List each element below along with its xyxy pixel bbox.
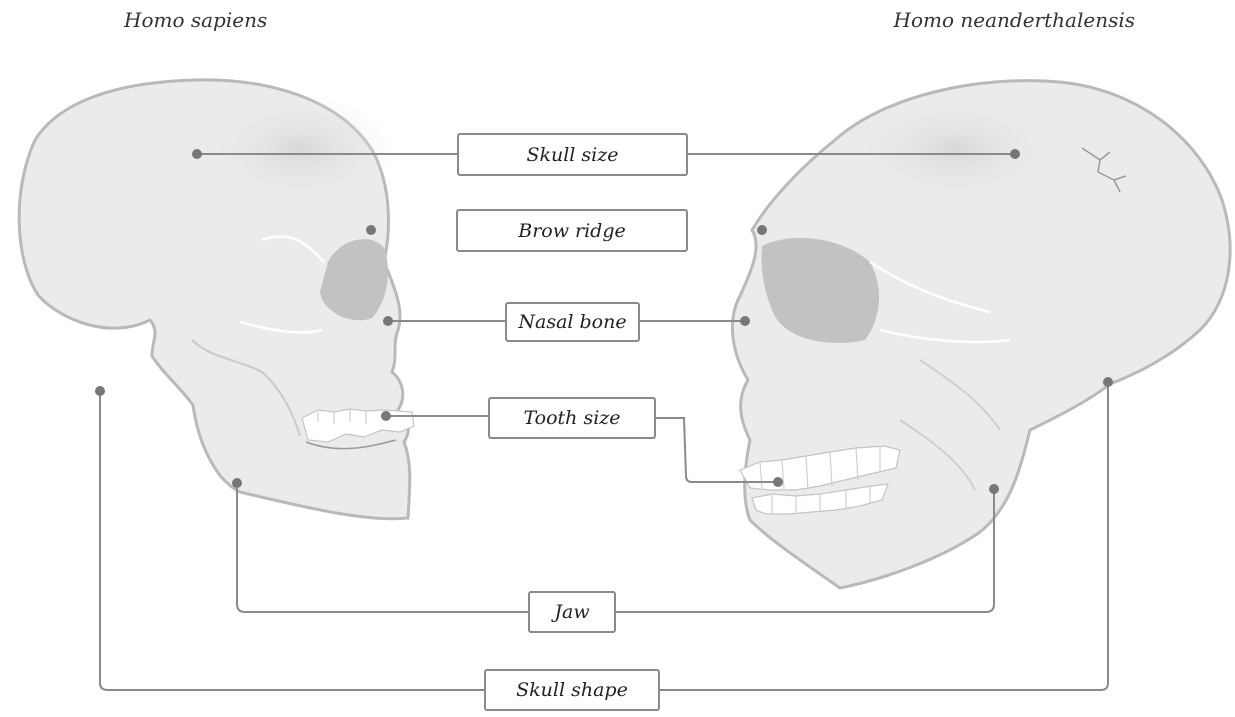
homo-sapiens-skull xyxy=(19,80,414,519)
neanderthal-brow-ridge-dot xyxy=(757,225,767,235)
brow-ridge-label: Brow ridge xyxy=(456,209,688,252)
sapiens-tooth-size-dot xyxy=(381,411,391,421)
sapiens-skull-shape-dot xyxy=(95,386,105,396)
tooth-size-label: Tooth size xyxy=(488,397,656,439)
skull-shape-label: Skull shape xyxy=(484,669,660,711)
neanderthal-skull-size-dot xyxy=(1010,149,1020,159)
sapiens-skull-size-dot xyxy=(192,149,202,159)
neanderthal-nasal-bone-dot xyxy=(740,316,750,326)
species-label-homo-sapiens: Homo sapiens xyxy=(124,8,267,32)
neanderthal-skull-shape-dot xyxy=(1103,377,1113,387)
jaw-label: Jaw xyxy=(528,591,616,633)
sapiens-brow-ridge-dot xyxy=(366,225,376,235)
homo-neanderthalensis-skull xyxy=(732,81,1230,588)
nasal-bone-label: Nasal bone xyxy=(505,302,640,342)
neanderthal-tooth-size-dot xyxy=(773,477,783,487)
sapiens-nasal-bone-dot xyxy=(383,316,393,326)
neanderthal-jaw-dot xyxy=(989,484,999,494)
sapiens-jaw-dot xyxy=(232,478,242,488)
skull-size-label: Skull size xyxy=(457,133,688,176)
species-label-homo-neanderthalensis: Homo neanderthalensis xyxy=(894,8,1135,32)
